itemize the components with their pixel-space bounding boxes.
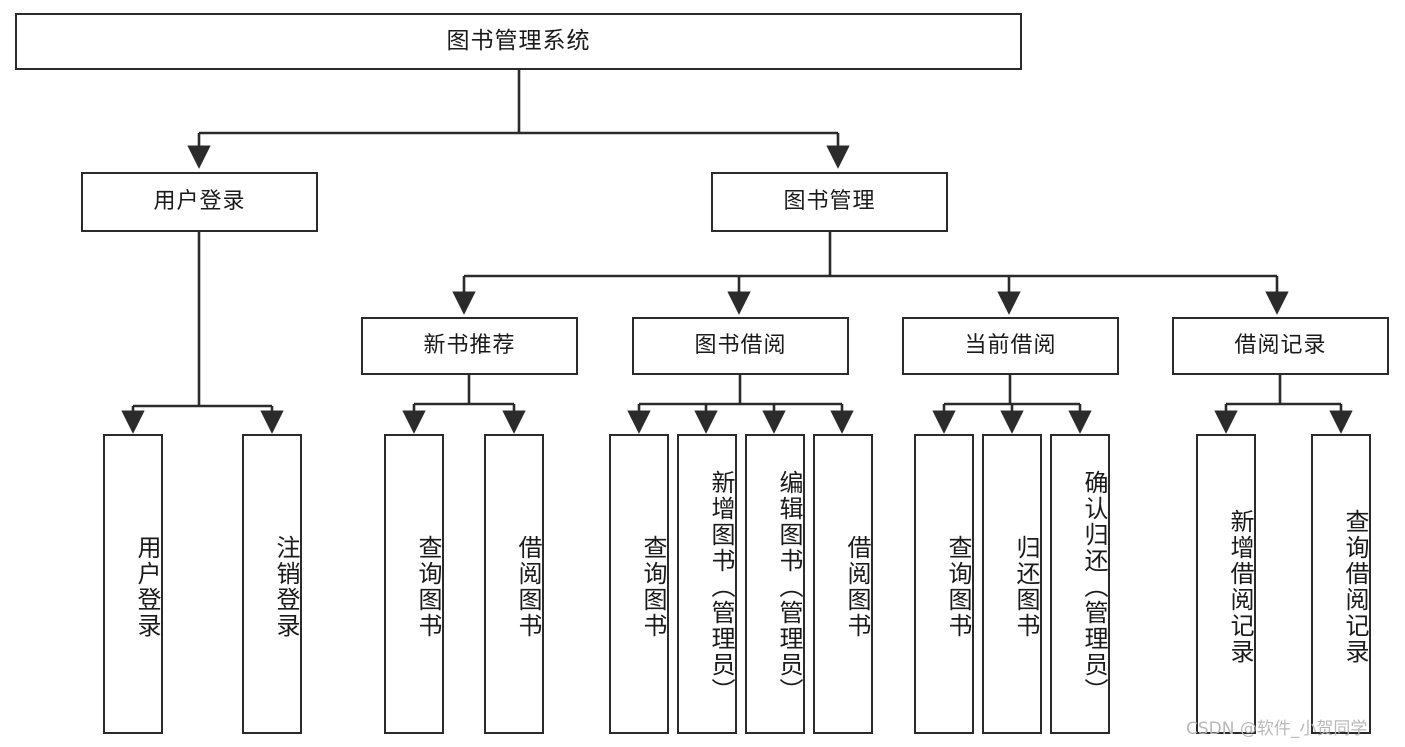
node-label: 借阅图书: [514, 535, 542, 639]
node-label: 编辑图书（管理员）: [775, 470, 803, 704]
node-label: 新增借阅记录: [1226, 509, 1254, 665]
node-label: 归还图书: [1012, 535, 1040, 639]
node-label: 图书管理系统: [446, 27, 591, 54]
node-label: 借阅图书: [843, 535, 871, 639]
leaf-user-login-signin[interactable]: 用户登录: [103, 434, 163, 734]
leaf-borrow-query-book[interactable]: 查询图书: [609, 434, 669, 734]
leaf-current-return-book[interactable]: 归还图书: [982, 434, 1042, 734]
node-label: 用户登录: [133, 535, 161, 639]
node-label: 查询图书: [639, 535, 667, 639]
leaf-recommend-query-book[interactable]: 查询图书: [384, 434, 444, 734]
node-label: 用户登录: [153, 188, 246, 214]
node-label: 当前借阅: [964, 332, 1057, 358]
node-book-borrow[interactable]: 图书借阅: [632, 317, 849, 375]
node-label: 查询图书: [414, 535, 442, 639]
node-label: 图书借阅: [694, 332, 787, 358]
node-root-system[interactable]: 图书管理系统: [15, 13, 1022, 70]
node-label: 查询图书: [944, 535, 972, 639]
leaf-borrow-edit-book-admin[interactable]: 编辑图书（管理员）: [745, 434, 805, 734]
leaf-user-login-signout[interactable]: 注销登录: [242, 434, 302, 734]
node-label: 新书推荐: [423, 332, 516, 358]
node-user-login[interactable]: 用户登录: [81, 172, 318, 232]
leaf-record-query-record[interactable]: 查询借阅记录: [1311, 434, 1371, 734]
node-label: 图书管理: [783, 188, 876, 214]
node-current-borrow[interactable]: 当前借阅: [902, 317, 1119, 375]
leaf-borrow-add-book-admin[interactable]: 新增图书（管理员）: [677, 434, 737, 734]
csdn-watermark: CSDN @软件_小贺同学: [1186, 719, 1368, 739]
leaf-recommend-borrow-book[interactable]: 借阅图书: [484, 434, 544, 734]
leaf-current-confirm-return-admin[interactable]: 确认归还（管理员）: [1050, 434, 1110, 734]
node-borrow-record[interactable]: 借阅记录: [1172, 317, 1389, 375]
node-new-book-recommend[interactable]: 新书推荐: [361, 317, 578, 375]
node-label: 新增图书（管理员）: [707, 470, 735, 704]
node-book-management[interactable]: 图书管理: [711, 172, 948, 232]
node-label: 注销登录: [272, 535, 300, 639]
leaf-current-query-book[interactable]: 查询图书: [914, 434, 974, 734]
leaf-record-add-record[interactable]: 新增借阅记录: [1196, 434, 1256, 734]
node-label: 确认归还（管理员）: [1080, 470, 1108, 704]
node-label: 查询借阅记录: [1341, 509, 1369, 665]
node-label: 借阅记录: [1234, 332, 1327, 358]
leaf-borrow-borrow-book[interactable]: 借阅图书: [813, 434, 873, 734]
